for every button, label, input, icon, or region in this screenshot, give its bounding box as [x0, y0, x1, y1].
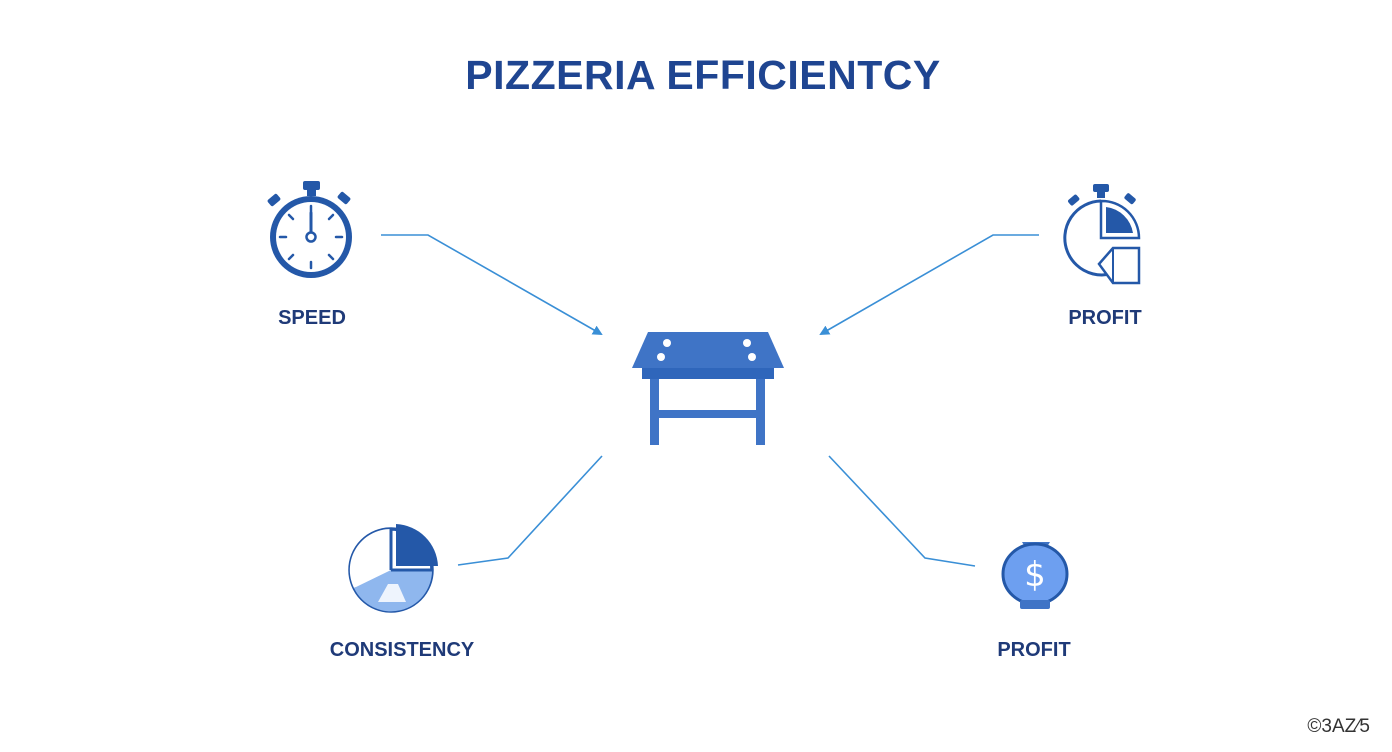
connector-speed — [381, 234, 603, 335]
pie-chart-icon — [348, 524, 438, 613]
svg-text:$: $ — [1024, 555, 1046, 595]
stopwatch-pie-icon — [1063, 184, 1141, 285]
copyright-credit: ©3AZ⁄5 — [1307, 716, 1370, 737]
node-label-speed: SPEED — [278, 307, 346, 329]
connector-consistency — [457, 455, 603, 566]
prep-table-icon — [632, 332, 784, 445]
stopwatch-icon — [267, 181, 352, 278]
diagram-title: PIZZERIA EFFICIENTCY — [465, 52, 941, 98]
node-label-consistency: CONSISTENCY — [329, 639, 475, 661]
money-bag-icon: $ — [1001, 542, 1069, 609]
connector-profit-top — [819, 234, 1039, 335]
node-label-profit-bottom: PROFIT — [997, 639, 1071, 661]
node-label-profit-top: PROFIT — [1068, 307, 1142, 329]
connector-profit-bottom — [828, 455, 976, 567]
